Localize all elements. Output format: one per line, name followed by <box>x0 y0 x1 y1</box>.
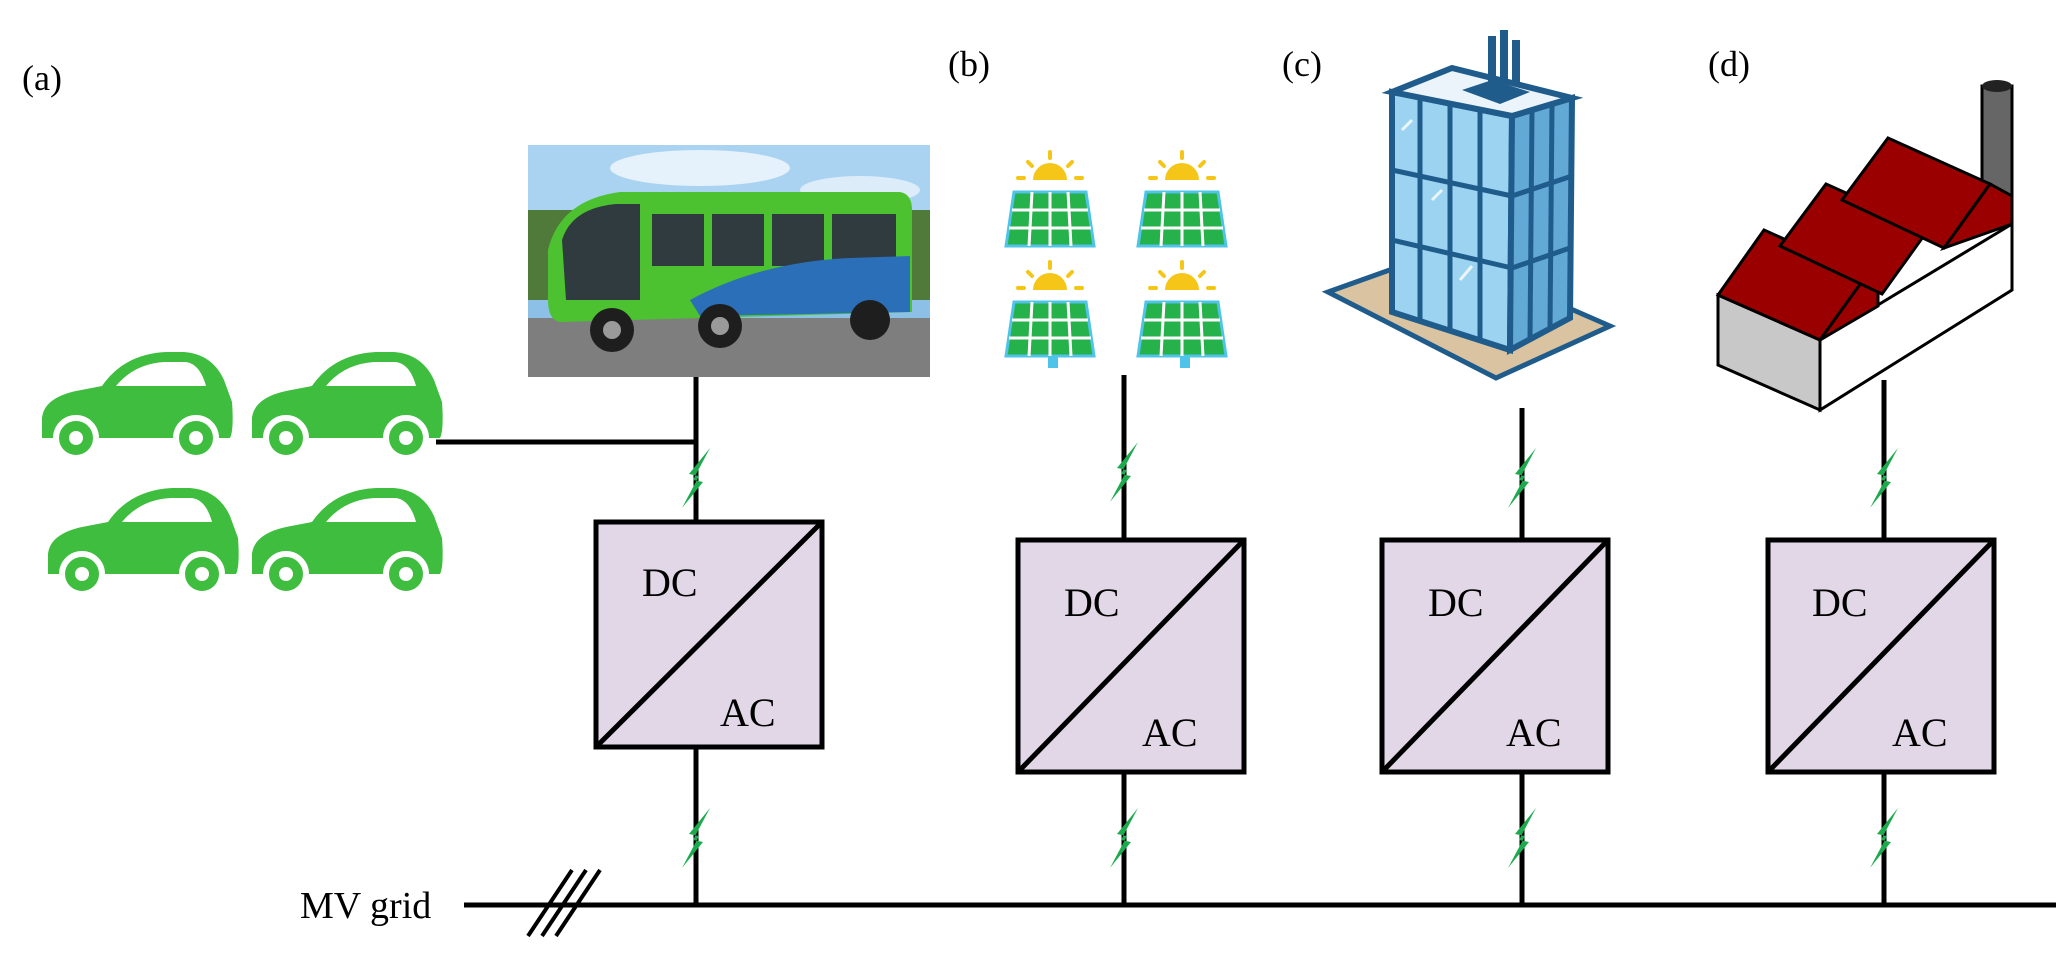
mv-grid-label: MV grid <box>300 885 431 927</box>
electric-car-icon <box>42 352 443 594</box>
panel-label-a: (a) <box>22 58 62 98</box>
converter-ac-label: AC <box>1506 710 1562 755</box>
panel-label-b: (b) <box>948 44 990 84</box>
panel-label-d: (d) <box>1708 44 1750 84</box>
converter-ac-label: AC <box>1142 710 1198 755</box>
converter-dc-label: DC <box>1064 580 1120 625</box>
dc-ac-converter: DC AC <box>593 519 825 750</box>
converter-dc-label: DC <box>642 560 698 605</box>
converter-dc-label: DC <box>1428 580 1484 625</box>
converter-ac-label: AC <box>1892 710 1948 755</box>
converter-dc-label: DC <box>1812 580 1868 625</box>
lightning-bolt-icon <box>682 442 1898 868</box>
solar-panel-icon <box>1004 150 1228 368</box>
electric-bus-image <box>528 145 930 377</box>
converter-ac-label: AC <box>720 690 776 735</box>
panel-label-c: (c) <box>1282 44 1322 84</box>
dc-ac-converter: DC AC <box>1765 537 1997 775</box>
dc-ac-converter: DC AC <box>1015 537 1247 775</box>
factory-icon <box>1715 80 2014 413</box>
office-building-icon <box>1321 30 1617 381</box>
mv-grid-bus: MV grid <box>300 868 2056 938</box>
dc-ac-converter: DC AC <box>1379 537 1611 775</box>
three-phase-marker <box>526 868 602 938</box>
